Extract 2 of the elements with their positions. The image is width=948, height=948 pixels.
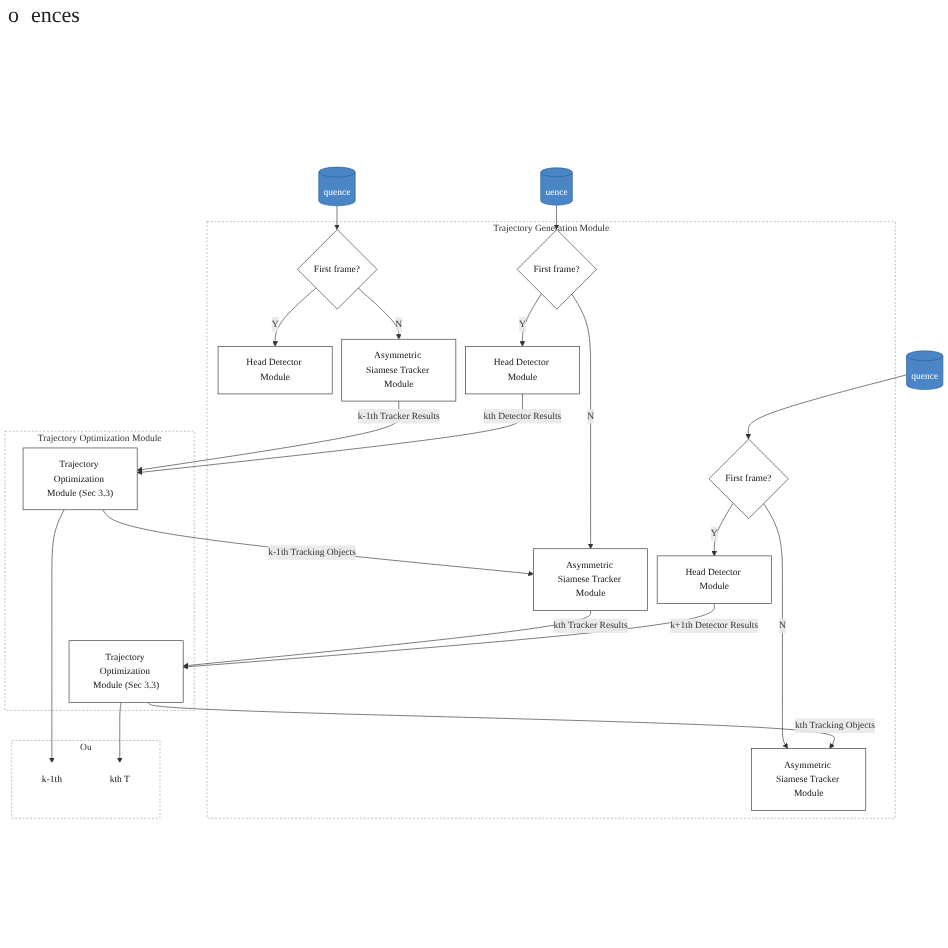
column-heading: ences: [31, 4, 80, 28]
column-heading: o: [8, 4, 19, 28]
